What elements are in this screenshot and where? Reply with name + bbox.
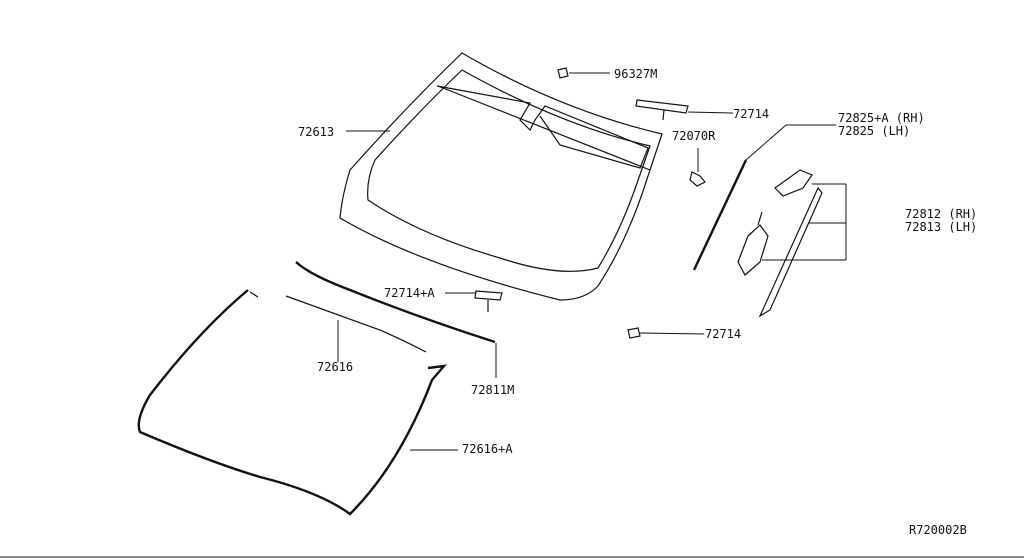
part-72812-shape — [737, 169, 847, 318]
label-72616a: 72616+A — [462, 442, 513, 456]
label-96327m: 96327M — [614, 67, 657, 81]
part-96327m-shape — [557, 67, 610, 79]
part-72714-top-shape — [635, 99, 734, 121]
label-72825a-rh: 72825+A (RH) — [838, 111, 925, 125]
part-72811m-shape — [295, 261, 497, 378]
reference-code: R720002B — [909, 523, 967, 537]
part-72825-shape — [692, 124, 836, 271]
part-72714-bottom-shape — [627, 327, 705, 339]
label-72714-bottom: 72714 — [705, 327, 741, 341]
label-72825-lh: 72825 (LH) — [838, 124, 910, 138]
label-72070r: 72070R — [672, 129, 716, 143]
windshield-glass — [339, 52, 663, 301]
part-72070r-shape — [689, 148, 706, 187]
part-72714a-shape — [445, 290, 503, 312]
label-72613: 72613 — [298, 125, 334, 139]
label-72714a: 72714+A — [384, 286, 435, 300]
label-72813-lh: 72813 (LH) — [905, 220, 977, 234]
label-72811m: 72811M — [471, 383, 514, 397]
part-72616-shape — [285, 295, 427, 362]
label-72714-top: 72714 — [733, 107, 769, 121]
label-72616: 72616 — [317, 360, 353, 374]
label-72812-rh: 72812 (RH) — [905, 207, 977, 221]
part-72616a-shape — [137, 289, 458, 516]
